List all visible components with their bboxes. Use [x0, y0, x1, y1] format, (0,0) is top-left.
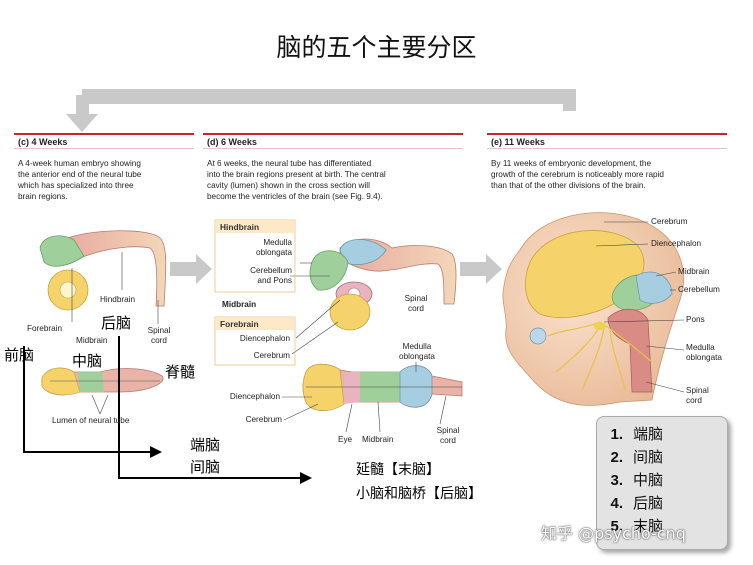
- label-hindbrain-4w: Hindbrain: [100, 295, 136, 304]
- panel-desc-6w: At 6 weeks, the neural tube has differen…: [207, 159, 386, 201]
- label-diencephalon-6w: Diencephalon: [239, 334, 290, 343]
- cn-label-qiannao: 前脑: [4, 346, 35, 364]
- page-title: 脑的五个主要分区: [276, 33, 477, 62]
- black-connector-arrows: [23, 336, 300, 479]
- label-section-cerebrum-6w: Cerebrum: [245, 415, 282, 424]
- label-hindbrain-head-6w: Hindbrain: [216, 221, 294, 233]
- header-bar-6w: [203, 133, 463, 135]
- arrow-4w-to-6w: [170, 254, 212, 284]
- label-pons-11w: Pons: [686, 315, 705, 324]
- cn-label-zhongnao: 中脑: [72, 352, 103, 370]
- label-forebrain-head-6w: Forebrain: [216, 318, 294, 330]
- embryo-4-weeks: [39, 230, 167, 415]
- watermark: 知乎 @psycho-cnq: [541, 524, 686, 543]
- label-lumen-4w: Lumen of neural tube: [52, 416, 130, 425]
- legend-item: 3.中脑: [610, 471, 664, 489]
- header-bar-11w: [487, 133, 727, 135]
- label-section-eye-6w: Eye: [338, 435, 353, 444]
- legend-item: 1.端脑: [610, 425, 664, 443]
- label-forebrain-4w: Forebrain: [27, 324, 63, 333]
- panel-header-11w: (e) 11 Weeks: [491, 137, 545, 147]
- top-bracket-arrow: [66, 89, 576, 132]
- panel-desc-11w: By 11 weeks of embryonic development, th…: [491, 159, 664, 190]
- legend-item: 2.间脑: [610, 448, 664, 466]
- header-bar-4w: [14, 133, 194, 135]
- fetus-11-weeks: [502, 212, 685, 406]
- arrow-6w-to-11w: [460, 254, 502, 284]
- label-midbrain-11w: Midbrain: [678, 267, 710, 276]
- label-midbrain-4w: Midbrain: [76, 336, 108, 345]
- cn-label-xiaonao: 小脑和脑桥【后脑】: [356, 486, 482, 502]
- label-midbrain-6w: Midbrain: [222, 300, 257, 309]
- cn-label-duannao: 端脑: [190, 436, 221, 454]
- panel-header-6w: (d) 6 Weeks: [207, 137, 257, 147]
- cn-label-hounao: 后脑: [101, 314, 132, 332]
- cn-label-jiannao: 间脑: [190, 458, 221, 476]
- label-diencephalon-11w: Diencephalon: [651, 239, 702, 248]
- embryo-6-weeks: [282, 238, 463, 433]
- label-cerebrum-11w: Cerebrum: [651, 217, 688, 226]
- panel-header-4w: (c) 4 Weeks: [18, 137, 68, 147]
- forebrain-box: [214, 316, 296, 366]
- legend-item: 4.后脑: [610, 494, 664, 512]
- legend-box: 1.端脑 2.间脑 3.中脑 4.后脑 5.末脑: [596, 416, 728, 550]
- label-cerebrum-6w: Cerebrum: [253, 351, 290, 360]
- legend-item: 5.末脑: [610, 517, 664, 535]
- cn-label-jisui: 脊髓: [165, 363, 196, 381]
- label-section-midbrain-6w: Midbrain: [362, 435, 394, 444]
- label-cerebellum-11w: Cerebellum: [678, 285, 720, 294]
- label-section-diencephalon-6w: Diencephalon: [229, 392, 280, 401]
- cn-label-yansui: 延髓【末脑】: [356, 462, 440, 478]
- hindbrain-box: [214, 219, 296, 293]
